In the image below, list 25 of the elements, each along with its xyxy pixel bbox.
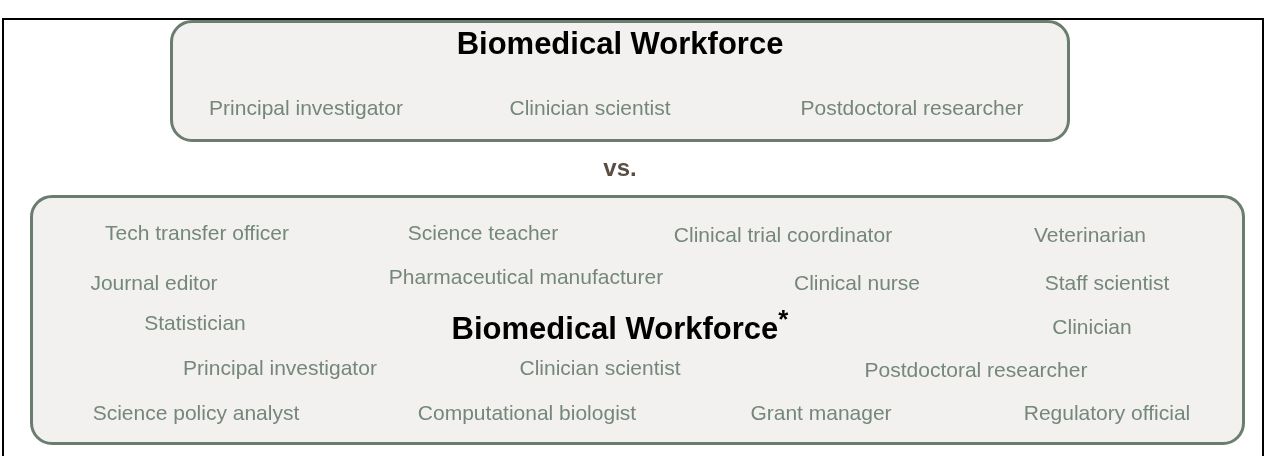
role-label: Science teacher	[407, 221, 559, 245]
role-label: Pharmaceutical manufacturer	[388, 265, 664, 289]
role-label: Veterinarian	[1033, 223, 1147, 247]
role-label: Principal investigator	[209, 96, 403, 120]
role-label: Clinical nurse	[793, 271, 921, 295]
role-label: Principal investigator	[183, 356, 377, 380]
role-label: Staff scientist	[1044, 271, 1170, 295]
rounded-panel	[170, 20, 1070, 142]
role-label: Tech transfer officer	[105, 221, 289, 245]
role-label: Regulatory official	[1023, 401, 1191, 425]
role-label: Postdoctoral researcher	[864, 358, 1088, 382]
role-label: Computational biologist	[417, 401, 637, 425]
role-label: Statistician	[144, 311, 246, 335]
role-label: Clinician	[1052, 315, 1132, 339]
heading-text: Biomedical Workforce$^{*}$	[451, 304, 789, 348]
role-label: Grant manager	[750, 401, 892, 425]
comparison-label: vs.	[603, 154, 637, 182]
role-label: Journal editor	[90, 271, 218, 295]
role-label: Postdoctoral researcher	[800, 96, 1024, 120]
role-label: Science policy analyst	[92, 401, 300, 425]
heading-text: Biomedical Workforce	[456, 26, 784, 62]
role-label: Clinician scientist	[519, 356, 681, 380]
role-label: Clinical trial coordinator	[673, 223, 893, 247]
role-label: Clinician scientist	[509, 96, 671, 120]
rounded-panel	[30, 195, 1245, 445]
